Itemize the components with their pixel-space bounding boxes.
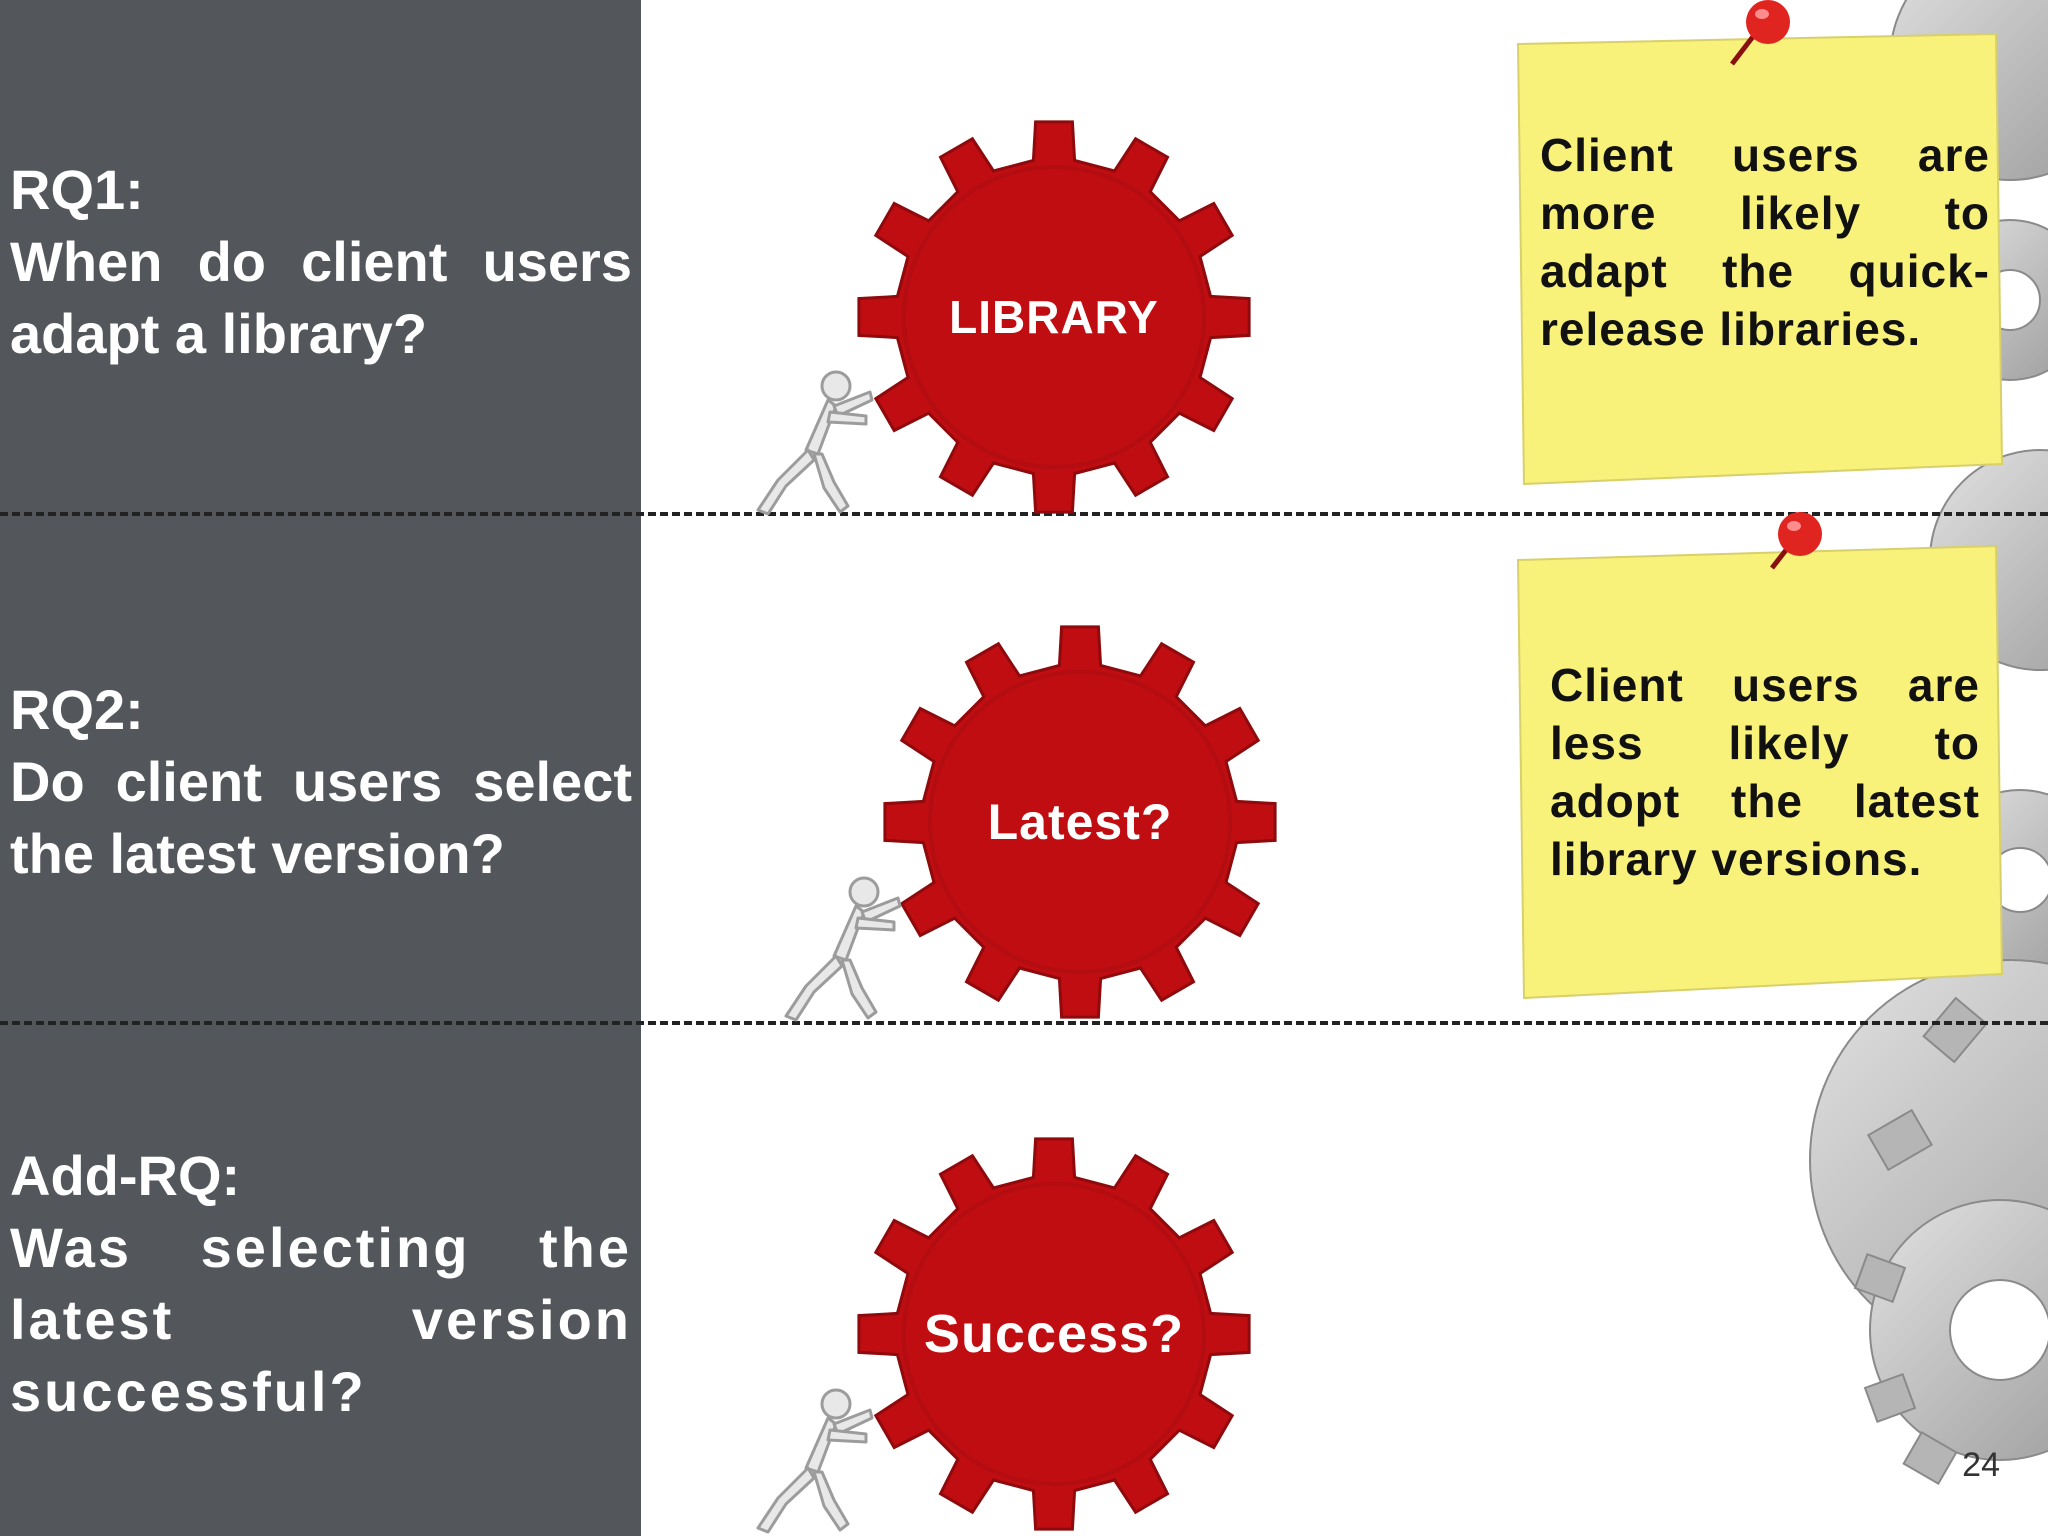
- rq1-text: When do client users adapt a library?: [10, 230, 632, 365]
- page-number: 24: [1962, 1446, 2000, 1484]
- latest-gear: Latest?: [880, 622, 1280, 1022]
- gear-label-latest: Latest?: [987, 794, 1173, 850]
- gear-icon: [857, 1137, 1251, 1531]
- rq2-text: Do client users select the latest versio…: [10, 750, 632, 885]
- gear-rim: [928, 670, 1232, 974]
- pushing-figure-icon: [784, 876, 902, 1022]
- separator-2: [0, 1021, 2048, 1025]
- sticky-note-2: Client users are less likely to adopt th…: [1510, 508, 2010, 1000]
- sticky-note-1: Client users are more likely to adapt th…: [1510, 0, 2010, 486]
- pushing-figure-icon: [756, 1388, 874, 1534]
- rq2-title: RQ2:: [10, 678, 144, 741]
- gear-body: [883, 625, 1277, 1019]
- rq2-block: RQ2: Do client users select the latest v…: [10, 674, 632, 890]
- library-gear: LIBRARY: [854, 117, 1254, 517]
- gear-body: [857, 120, 1251, 514]
- add-rq-text: Was selecting the latest version success…: [10, 1216, 632, 1423]
- left-panel: RQ1: When do client users adapt a librar…: [0, 0, 641, 1536]
- note-text-1: Client users are more likely to adapt th…: [1540, 129, 1990, 355]
- gear-rim: [902, 1182, 1206, 1486]
- rq1-block: RQ1: When do client users adapt a librar…: [10, 154, 632, 370]
- gear-rim: [902, 165, 1206, 469]
- rq1-title: RQ1:: [10, 158, 144, 221]
- add-rq-title: Add-RQ:: [10, 1144, 241, 1207]
- note-text-2: Client users are less likely to adopt th…: [1550, 659, 1980, 885]
- sticky-note-background: [1516, 512, 2004, 1000]
- separator-1: [0, 512, 2048, 516]
- gear-icon: [883, 625, 1277, 1019]
- add-rq-block: Add-RQ: Was selecting the latest version…: [10, 1140, 632, 1428]
- gear-label-library: LIBRARY: [949, 291, 1159, 343]
- success-gear: Success?: [854, 1134, 1254, 1534]
- pushing-figure-icon: [756, 370, 874, 516]
- pushpin-icon: [1730, 0, 1790, 66]
- gear-icon: [857, 120, 1251, 514]
- gear-label-success: Success?: [923, 1304, 1185, 1364]
- gear-body: [857, 1137, 1251, 1531]
- sticky-note-background: [1516, 0, 2004, 486]
- pushpin-icon: [1770, 512, 1822, 570]
